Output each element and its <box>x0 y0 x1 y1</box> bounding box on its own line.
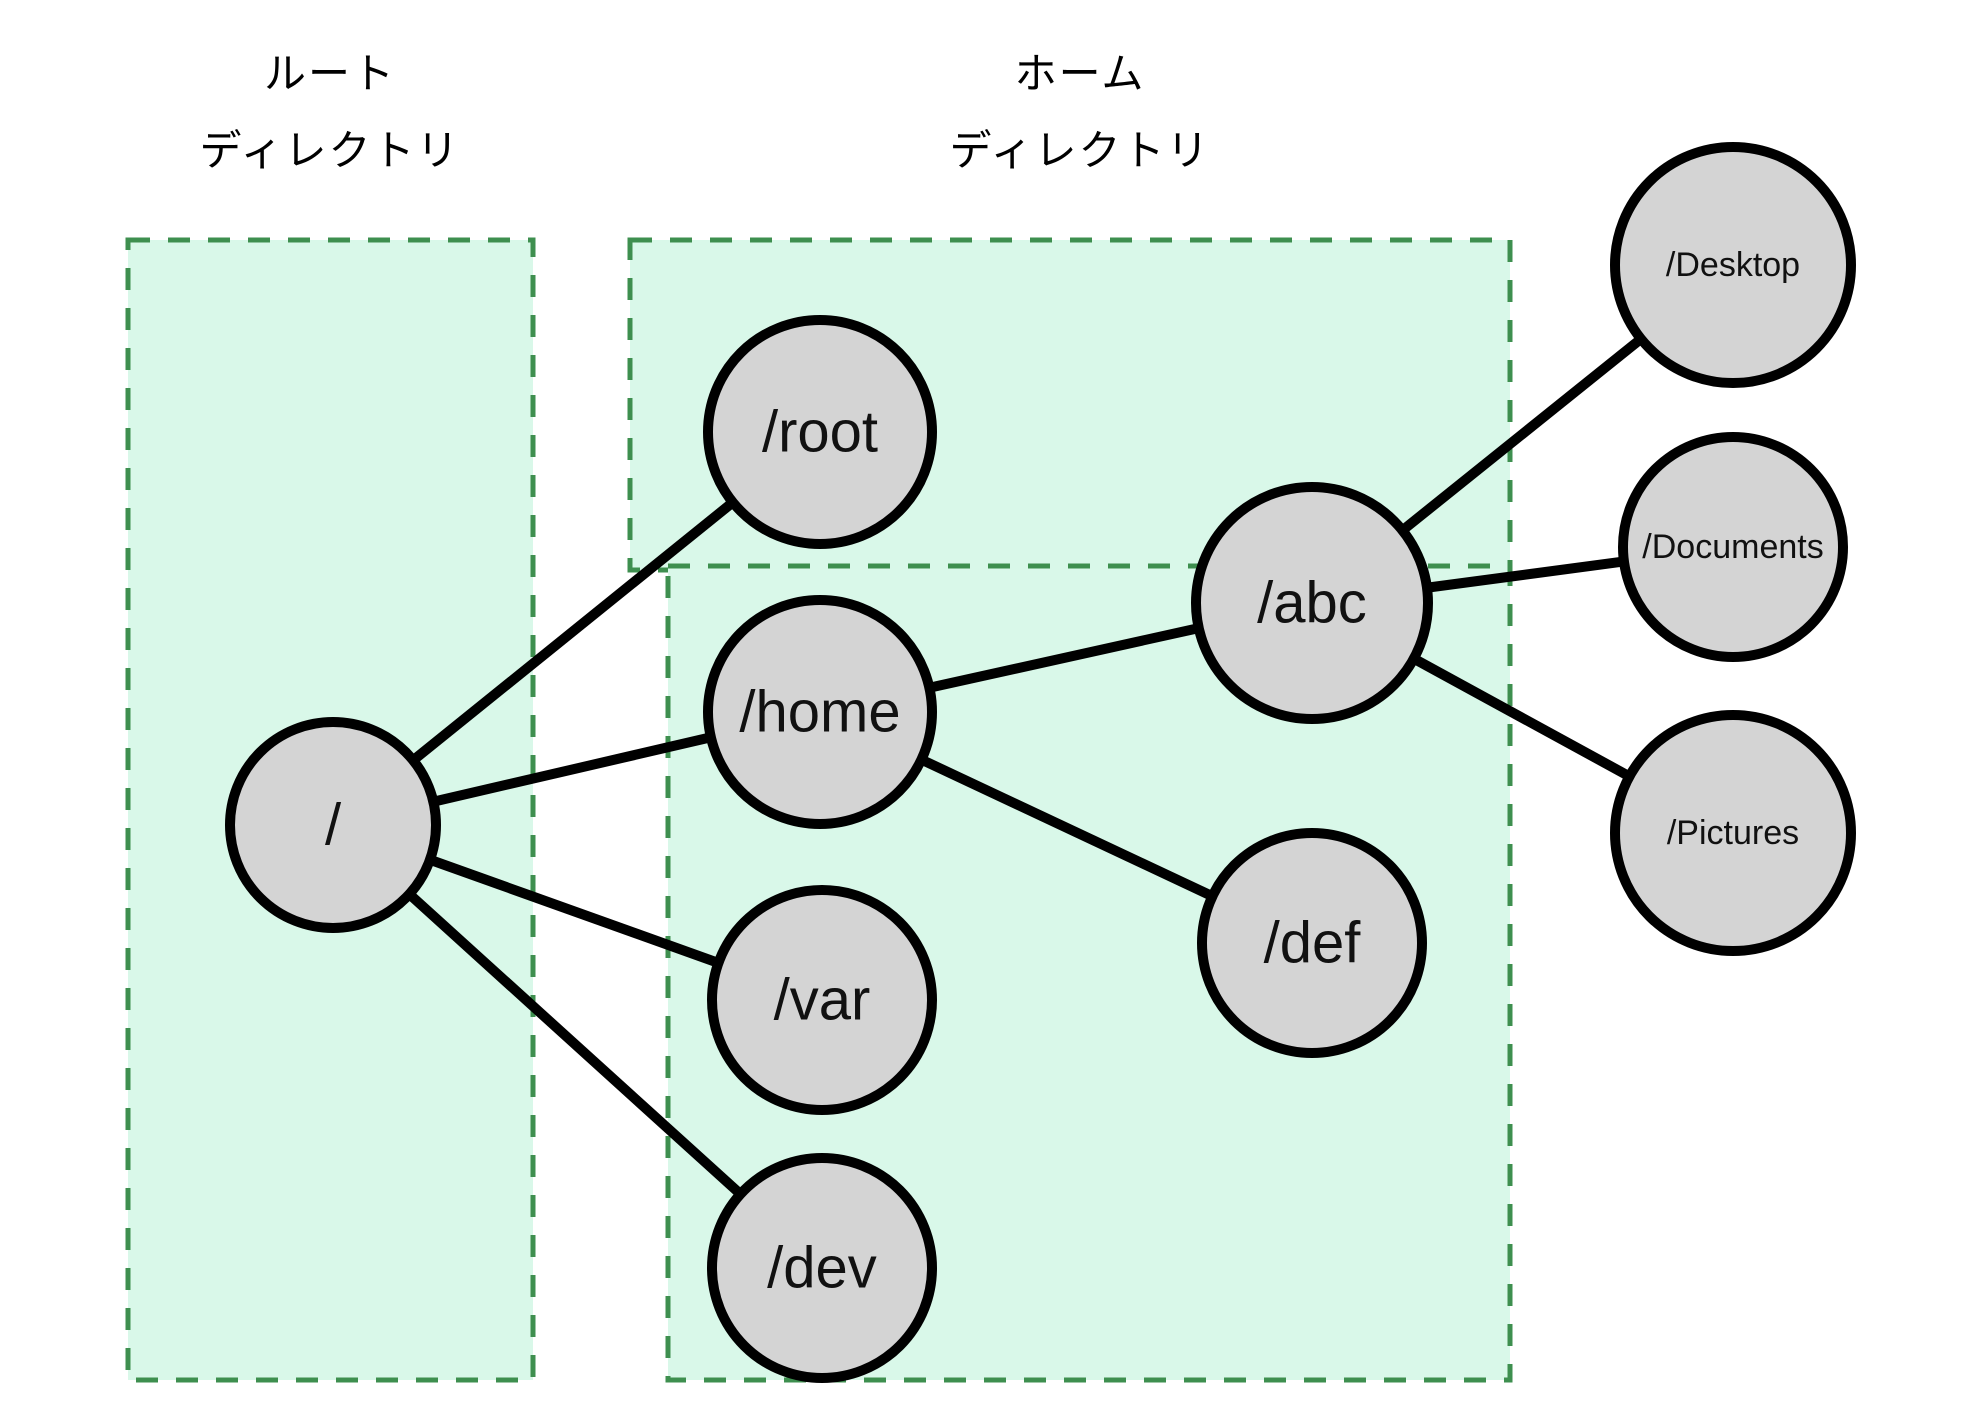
root-directory-region-caption-line1: ルート <box>264 50 396 97</box>
edge-root-dev <box>403 887 747 1201</box>
node-pictures-circle[interactable] <box>1610 710 1856 956</box>
node-root-dir-label: /root <box>762 400 878 465</box>
edge-abc-documents <box>1422 556 1629 594</box>
node-home-circle[interactable] <box>703 595 937 829</box>
node-var[interactable]: /var <box>707 885 937 1115</box>
node-root-label: / <box>325 793 342 858</box>
node-home[interactable]: /home <box>703 595 937 829</box>
node-dev-label: /dev <box>767 1236 877 1301</box>
edge-abc-pictures <box>1407 652 1636 783</box>
node-def[interactable]: /def <box>1197 828 1427 1058</box>
node-root[interactable]: / <box>225 717 441 933</box>
node-desktop-circle[interactable] <box>1610 142 1856 388</box>
root-directory-region-caption-line2: ディレクトリ <box>199 127 460 174</box>
node-dev[interactable]: /dev <box>707 1153 937 1383</box>
node-def-circle[interactable] <box>1197 828 1427 1058</box>
node-home-label: /home <box>739 680 900 745</box>
node-pictures[interactable]: /Pictures <box>1610 710 1856 956</box>
edge-abc-desktop <box>1396 332 1648 537</box>
node-documents-circle[interactable] <box>1618 432 1848 662</box>
node-abc-circle[interactable] <box>1191 482 1433 724</box>
edge-home-abc <box>924 622 1204 694</box>
node-desktop-label: /Desktop <box>1666 246 1800 284</box>
node-documents[interactable]: /Documents <box>1618 432 1848 662</box>
node-root-dir-circle[interactable] <box>703 315 937 549</box>
node-var-circle[interactable] <box>707 885 937 1115</box>
node-var-label: /var <box>774 968 871 1033</box>
node-pictures-label: /Pictures <box>1667 814 1799 852</box>
node-root-circle[interactable] <box>225 717 441 933</box>
node-documents-label: /Documents <box>1642 528 1823 566</box>
edge-root-home <box>428 731 716 808</box>
edge-home-def <box>915 753 1219 903</box>
home-directory-region-caption-line2: ディレクトリ <box>949 127 1210 174</box>
node-root-dir[interactable]: /root <box>703 315 937 549</box>
node-abc-label: /abc <box>1257 571 1367 636</box>
edge-group <box>403 332 1648 1201</box>
node-abc[interactable]: /abc <box>1191 482 1433 724</box>
node-dev-circle[interactable] <box>707 1153 937 1383</box>
edge-root-var <box>424 853 724 969</box>
node-def-label: /def <box>1264 911 1362 976</box>
node-desktop[interactable]: /Desktop <box>1610 142 1856 388</box>
home-directory-region-caption-line1: ホーム <box>1015 50 1146 97</box>
edge-root-rootdir <box>406 495 740 767</box>
node-group: / /root/home/var/dev/abc/def/Desktop/Docu… <box>225 142 1856 1383</box>
